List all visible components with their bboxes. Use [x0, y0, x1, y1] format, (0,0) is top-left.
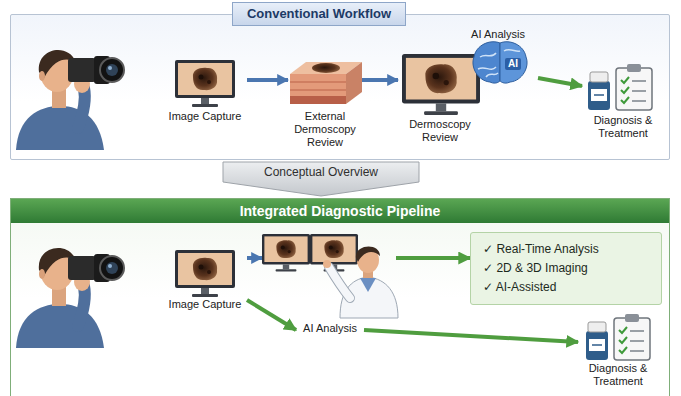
section-heading: Conventional Workflow	[232, 2, 406, 26]
arrow-line	[247, 300, 296, 330]
arrow-line	[538, 78, 582, 86]
chevron-label: Conceptual Overview	[222, 161, 420, 179]
workflow-step: Diagnosis & Treatment	[582, 62, 664, 140]
flow-arrow	[364, 330, 578, 342]
step-label: Dermoscopy Review	[398, 118, 482, 144]
clipboard-icon	[614, 314, 650, 360]
workflow-step: AI Analysis	[296, 322, 364, 335]
feature-checklist: ✓ Real-Time Analysis✓ 2D & 3D Imaging✓ A…	[470, 232, 662, 305]
workflow-step: Image Capture	[163, 246, 247, 311]
step-label: External Dermoscopy Review	[288, 110, 362, 149]
flow-arrow	[247, 300, 296, 330]
skin-sample-block	[290, 62, 362, 104]
monitor-icon	[175, 250, 235, 297]
arrow-line	[247, 78, 288, 82]
photographer-figure	[16, 248, 124, 348]
section-panel: Integrated Diagnostic PipelineImage Capt…	[10, 198, 670, 396]
chevron-outline	[223, 162, 419, 196]
checklist-item: ✓ AI-Assisted	[483, 278, 649, 297]
photographer-figure	[16, 50, 124, 150]
arrow-line	[396, 256, 470, 260]
flow-arrow	[538, 78, 582, 86]
ai-brain-node: AI AnalysisAI	[458, 28, 538, 90]
ai-badge: AI	[505, 58, 521, 70]
step-label: AI Analysis	[296, 322, 364, 335]
flow-arrow	[247, 80, 288, 81]
workflow-step: Dermoscopy Review	[398, 52, 482, 144]
overview-chevron: Conceptual Overview	[222, 161, 420, 197]
flow-arrow	[362, 80, 398, 81]
arrow-line	[362, 78, 398, 82]
arrow-line	[364, 330, 578, 342]
step-label: Diagnosis & Treatment	[582, 114, 664, 140]
checklist-item: ✓ 2D & 3D Imaging	[483, 259, 649, 278]
monitor-icon	[175, 60, 235, 107]
workflow-step: Image Capture	[163, 58, 247, 123]
doctor-figure	[323, 246, 398, 318]
monitor-icon	[262, 234, 310, 272]
checklist-item: ✓ Real-Time Analysis	[483, 240, 649, 259]
workflow-step: External Dermoscopy Review	[288, 56, 362, 149]
medicine-bottle	[588, 72, 610, 110]
monitor-icon	[402, 54, 480, 115]
workflow-step: Diagnosis & Treatment	[578, 316, 658, 388]
step-label: Image Capture	[163, 110, 247, 123]
section-panel: Conventional WorkflowImage CaptureExtern…	[10, 14, 670, 160]
step-label: Diagnosis & Treatment	[578, 362, 658, 388]
clipboard-icon	[616, 64, 652, 110]
arrow-line	[247, 256, 262, 260]
brain-icon	[473, 42, 527, 83]
section-banner: Integrated Diagnostic Pipeline	[11, 199, 669, 223]
medicine-bottle	[586, 322, 608, 360]
step-label: Image Capture	[163, 298, 247, 311]
step-label: AI Analysis	[458, 28, 538, 41]
